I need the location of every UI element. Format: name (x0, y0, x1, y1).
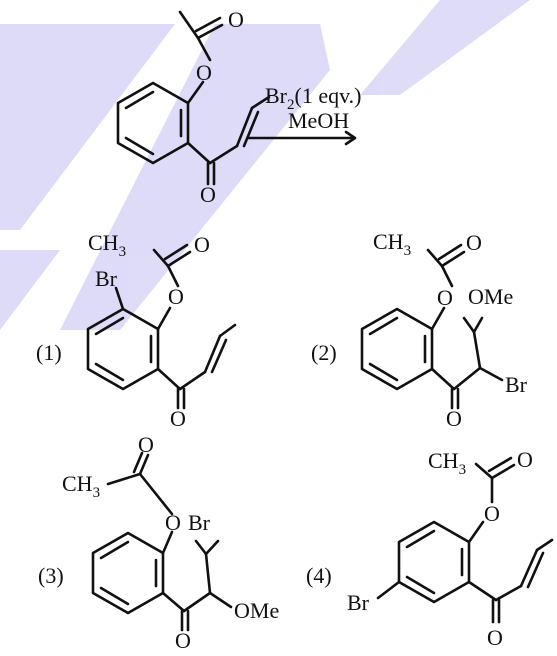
bromo-substituent: Br (188, 510, 211, 535)
bromo-substituent: Br (95, 266, 118, 291)
watermark-shape (0, 24, 175, 230)
reaction-conditions: Br2(1 eqv.) MeOH (246, 83, 362, 146)
ketone-oxygen: O (446, 406, 462, 431)
option-4-label: (4) (306, 563, 332, 588)
ester-oxygen: O (484, 501, 500, 526)
c-br-bond (114, 286, 125, 311)
option-2-label: (2) (311, 340, 337, 365)
c-br-bond (376, 580, 401, 600)
solvent-label: MeOH (288, 108, 349, 133)
ketone-oxygen: O (487, 625, 503, 650)
starting-material: O O O (116, 7, 271, 207)
option-3-label: (3) (38, 563, 64, 588)
option-1-label: (1) (36, 340, 62, 365)
arrow-head (344, 130, 357, 146)
ch3-label: CH3 (428, 448, 466, 478)
ester-oxygen: O (168, 284, 184, 309)
ester-oxygen: O (165, 510, 181, 535)
ester-oxygen: O (437, 285, 453, 310)
carbonyl-oxygen: O (138, 432, 154, 457)
methoxy-group: OMe (468, 284, 513, 309)
bromo-substituent: Br (505, 372, 528, 397)
watermark-shape (360, 0, 530, 95)
carbonyl-oxygen: O (228, 7, 244, 32)
ch3-label: CH3 (62, 471, 100, 501)
option-1-structure: (1) CH3 O Br O O (36, 230, 237, 431)
carbonyl-oxygen: O (194, 232, 210, 257)
option-4-structure: (4) CH3 O O Br O (306, 447, 554, 650)
ketone-oxygen: O (200, 182, 216, 207)
methoxy-group: OMe (234, 598, 279, 623)
reagent-label: Br2(1 eqv.) (265, 83, 362, 113)
carbonyl-oxygen: O (466, 230, 482, 255)
option-3-structure: (3) O CH3 O Br OMe O (38, 432, 279, 653)
ketone-oxygen: O (175, 628, 191, 651)
option-2-structure: (2) CH3 O O OMe Br O (311, 229, 528, 431)
ch3-label: CH3 (373, 229, 411, 259)
carbonyl-oxygen: O (517, 447, 533, 472)
ch3-label: CH3 (88, 230, 126, 260)
ester-oxygen: O (196, 60, 212, 85)
watermark-shape (0, 250, 60, 330)
bromo-substituent: Br (347, 590, 370, 615)
ketone-oxygen: O (170, 406, 186, 431)
